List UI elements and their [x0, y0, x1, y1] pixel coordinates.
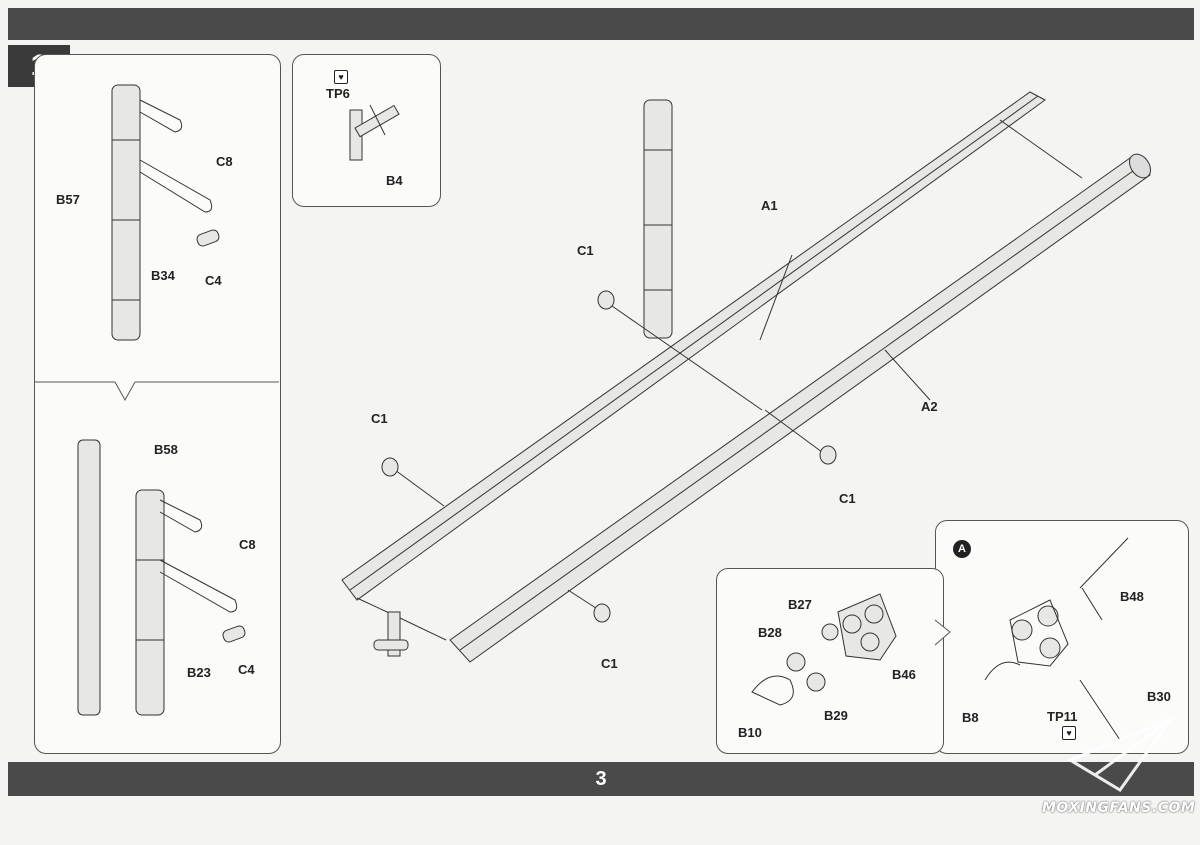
label-c1-bottom: C1 — [601, 656, 618, 671]
label-b4: B4 — [386, 173, 403, 188]
label-c4-top: C4 — [205, 273, 222, 288]
label-c8-top: C8 — [216, 154, 233, 169]
label-b34: B34 — [151, 268, 175, 283]
inset-divider — [34, 381, 279, 402]
small-mount — [373, 611, 409, 657]
subassembly-b-parts — [751, 593, 897, 706]
subassembly-panel-a — [935, 520, 1189, 754]
b58-body — [77, 439, 165, 716]
b4-detail-part — [349, 104, 400, 161]
label-b48: B48 — [1120, 589, 1144, 604]
label-b27: B27 — [788, 597, 812, 612]
label-c8-bottom: C8 — [239, 537, 256, 552]
heart-icon: ♥ — [334, 70, 348, 84]
label-tp6: TP6 — [326, 86, 350, 101]
watermark-text: MOXINGFANS.COM — [1042, 800, 1196, 816]
subassembly-a-parts — [984, 537, 1129, 741]
label-b30: B30 — [1147, 689, 1171, 704]
part-a2-tube — [449, 153, 1151, 663]
label-c4-bottom: C4 — [238, 662, 255, 677]
label-a1: A1 — [761, 198, 778, 213]
label-a2: A2 — [921, 399, 938, 414]
label-b57: B57 — [56, 192, 80, 207]
heart-icon: ♥ — [1062, 726, 1076, 740]
label-tp11: TP11 — [1047, 709, 1078, 724]
panel-pointer — [934, 619, 951, 646]
c4-brackets — [196, 229, 246, 643]
label-b46: B46 — [892, 667, 916, 682]
label-c1-left: C1 — [371, 411, 388, 426]
label-c1-right: C1 — [839, 491, 856, 506]
label-b58: B58 — [154, 442, 178, 457]
header-bar — [8, 8, 1194, 40]
vertical-body-main — [643, 99, 673, 339]
label-b28: B28 — [758, 625, 782, 640]
label-b29: B29 — [824, 708, 848, 723]
leader-lines — [356, 119, 1083, 641]
subassembly-a-marker: A — [953, 540, 971, 558]
label-c1-upper: C1 — [577, 243, 594, 258]
page-number: 3 — [595, 767, 607, 790]
footer-bar: 3 — [8, 762, 1194, 796]
part-a1-tube — [341, 91, 1046, 601]
label-b8: B8 — [962, 710, 979, 725]
c8-handles — [139, 99, 238, 613]
b57-body — [111, 84, 141, 341]
label-b10: B10 — [738, 725, 762, 740]
label-b23: B23 — [187, 665, 211, 680]
c1-rings — [381, 290, 837, 623]
subassembly-panel-b — [716, 568, 944, 754]
